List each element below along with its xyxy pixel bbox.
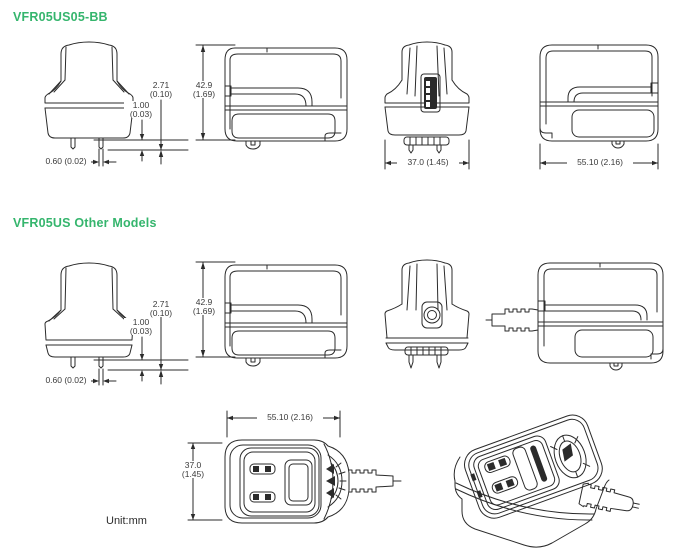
other-side-view-drawing — [195, 261, 348, 367]
dim-label-height: 42.9(1.69) — [187, 298, 221, 315]
plug-slots — [249, 463, 276, 503]
slide-latch — [284, 459, 313, 506]
other-connector-face-view-drawing — [384, 259, 470, 369]
section-heading-vfr05us-other-models: VFR05US Other Models — [13, 216, 157, 230]
unit-note: Unit:mm — [106, 515, 147, 527]
cable-strain-relief — [348, 469, 402, 493]
dim-label-pin-gap: 2.71(0.10) — [144, 81, 178, 98]
barrel-connector — [421, 301, 443, 329]
fan-grip-detail — [550, 434, 591, 479]
cable-strain-relief — [578, 482, 640, 512]
plug-pins — [70, 137, 104, 150]
dim-label-pin-gap: 2.71(0.10) — [144, 300, 178, 317]
dim-label-width: 37.0 (1.45) — [397, 158, 459, 167]
dim-label-width: 37.0(1.45) — [176, 461, 210, 478]
dim-label-plate: 1.00(0.03) — [124, 101, 158, 118]
dim-label-length: 55.10 (2.16) — [567, 158, 633, 167]
dim-label-height: 42.9(1.69) — [187, 81, 221, 98]
top-face — [464, 414, 603, 519]
usb-port — [420, 73, 441, 113]
bb-rear-side-view-drawing — [539, 44, 659, 170]
plug-pins — [70, 356, 104, 369]
plug-pins — [408, 144, 442, 154]
dim-label-plate: 1.00(0.03) — [124, 318, 158, 335]
dim-label-length: 55.10 (2.16) — [257, 413, 323, 422]
dim-label-pin-width: 0.60 (0.02) — [41, 157, 91, 166]
top-plug-view-drawing — [187, 410, 402, 524]
other-rear-side-view-drawing — [485, 262, 664, 371]
plug-pins — [408, 354, 442, 369]
perspective-view-drawing — [453, 414, 640, 548]
bb-front-view-drawing — [44, 41, 189, 167]
fan-grip-detail — [323, 443, 347, 520]
cable-strain-relief — [485, 308, 539, 332]
section-heading-vfr05us05-bb: VFR05US05-BB — [13, 10, 108, 24]
dim-label-pin-width: 0.60 (0.02) — [41, 376, 91, 385]
